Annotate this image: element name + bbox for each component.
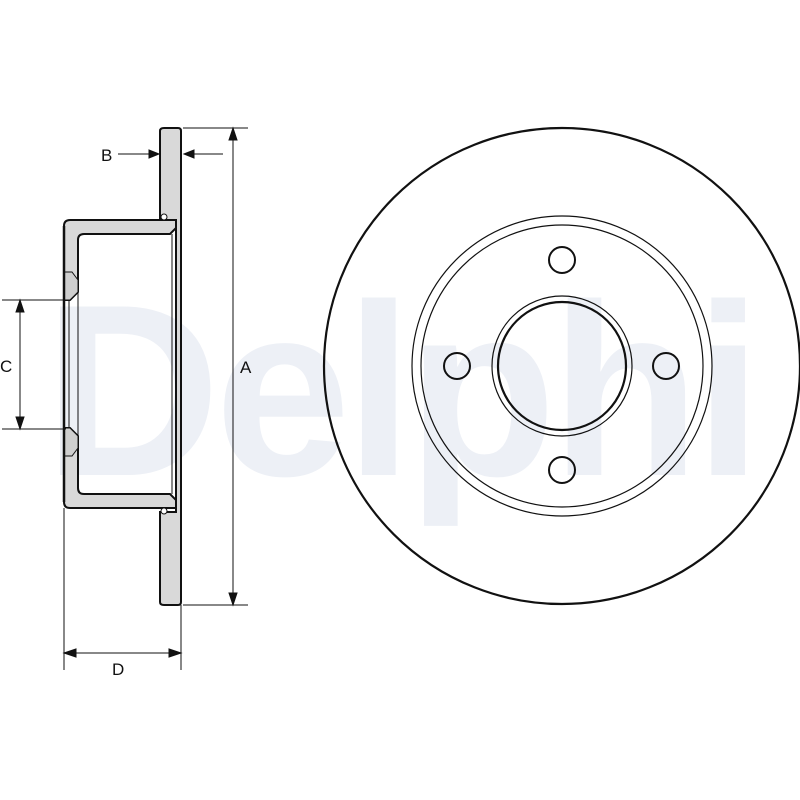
center-bore	[496, 300, 628, 432]
front-view	[322, 126, 800, 606]
bolt-hole-right	[652, 352, 680, 380]
bolt-hole-top	[548, 246, 576, 274]
bolt-hole-left	[443, 352, 471, 380]
watermark-text: Delphi	[44, 253, 757, 527]
dimension-label-c: C	[0, 357, 12, 376]
cross-section-view	[62, 127, 182, 606]
hat-outer-edge	[420, 224, 704, 508]
disc-outer-edge	[322, 126, 800, 606]
dimension-label-b: B	[101, 146, 112, 165]
dimension-a	[183, 126, 248, 607]
dimension-label-d: D	[112, 660, 124, 679]
bolt-hole-bottom	[548, 456, 576, 484]
dimension-d	[62, 508, 183, 670]
dimension-c	[2, 298, 66, 431]
hub-collar	[491, 295, 633, 437]
dimension-label-a: A	[240, 358, 252, 377]
dimension-b	[118, 149, 223, 159]
friction-ring-inner-edge	[411, 215, 713, 517]
